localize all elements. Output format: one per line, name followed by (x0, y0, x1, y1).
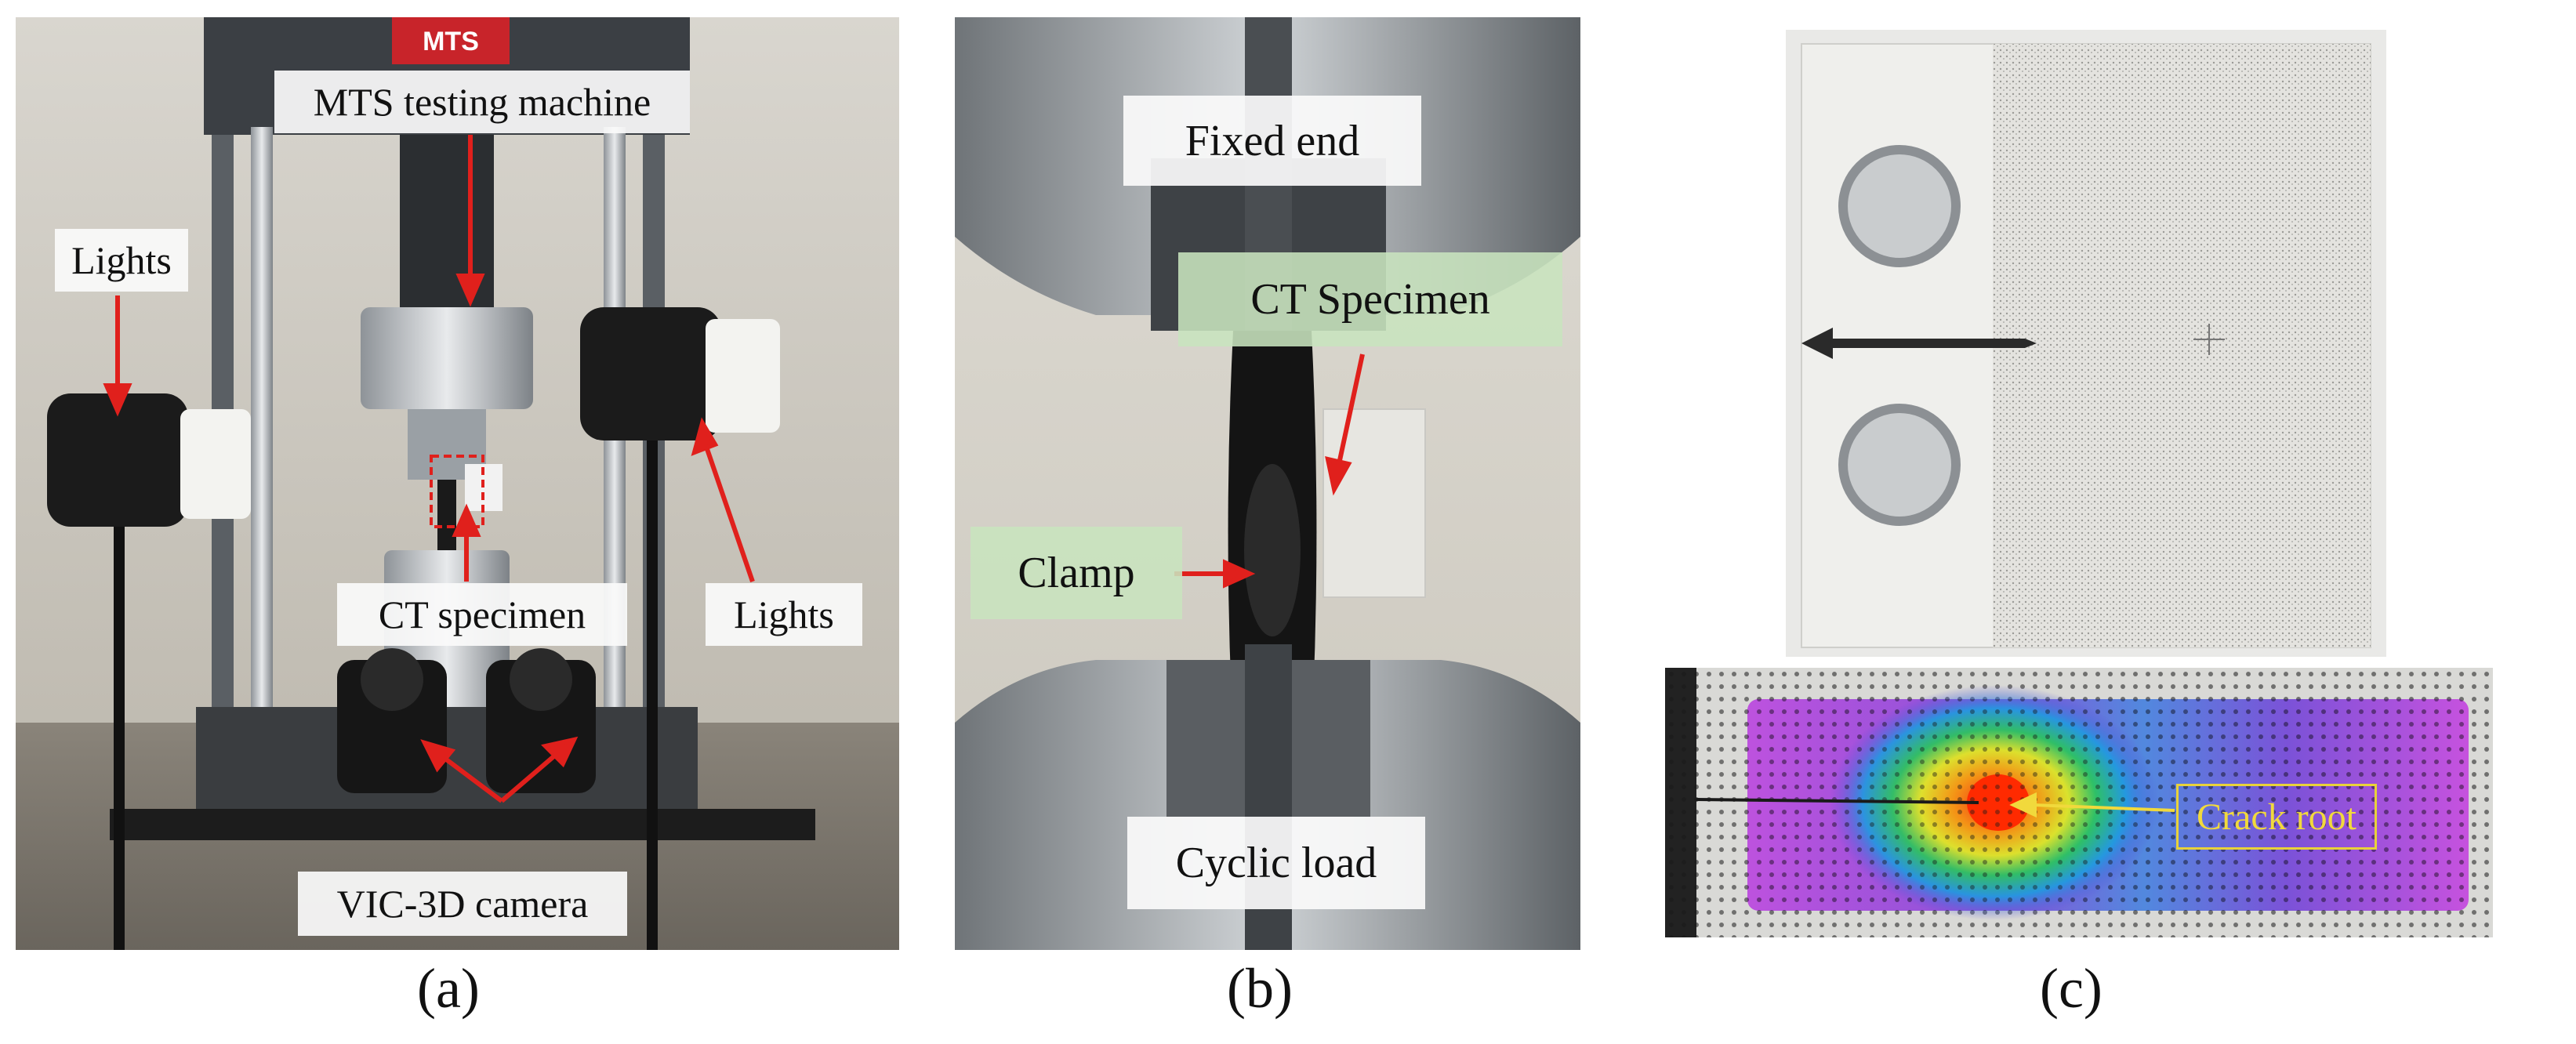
panel-b-arrows (1174, 353, 1365, 589)
panel-c-specimen-photo (1786, 30, 2386, 657)
specimen-highlight-box (430, 455, 484, 528)
label-crack-root: Crack root (2176, 784, 2377, 850)
left-light (47, 393, 188, 527)
crack-root-arrow (2009, 792, 2175, 818)
mts-logo-plate (392, 17, 510, 64)
panel-c-specimen-scene (1786, 30, 2386, 657)
mts-logo-text: MTS (423, 27, 479, 56)
caption-b: (b) (1227, 957, 1293, 1020)
speckle-pattern-area (1993, 44, 2371, 647)
label-fixed-end: Fixed end (1123, 96, 1421, 186)
label-mts-testing-machine: MTS testing machine (274, 71, 690, 133)
panel-c-strain-scene (1665, 668, 2493, 937)
panel-a-photo: MTS (16, 17, 899, 950)
crack-line (1696, 798, 1979, 804)
panel-c-strain-map: Crack root (1665, 668, 2493, 937)
label-ct-specimen: CT specimen (337, 583, 627, 646)
crack-notch (1801, 328, 2037, 359)
label-clamp: Clamp (971, 527, 1182, 619)
label-lights-right: Lights (706, 583, 862, 646)
label-lights-left: Lights (55, 229, 188, 292)
panel-a-scene: MTS (16, 17, 899, 950)
caption-a: (a) (417, 957, 480, 1020)
caption-c: (c) (2040, 957, 2103, 1020)
label-vic-3d-camera: VIC-3D camera (298, 872, 627, 936)
ct-specimen-sample (437, 480, 456, 550)
label-cyclic-load: Cyclic load (1127, 817, 1425, 909)
label-ct-specimen-b: CT Specimen (1178, 252, 1562, 346)
panel-a-arrows (103, 135, 755, 803)
panel-b-photo: Fixed end CT Specimen Clamp Cyclic load (955, 17, 1580, 950)
right-light (580, 307, 721, 440)
